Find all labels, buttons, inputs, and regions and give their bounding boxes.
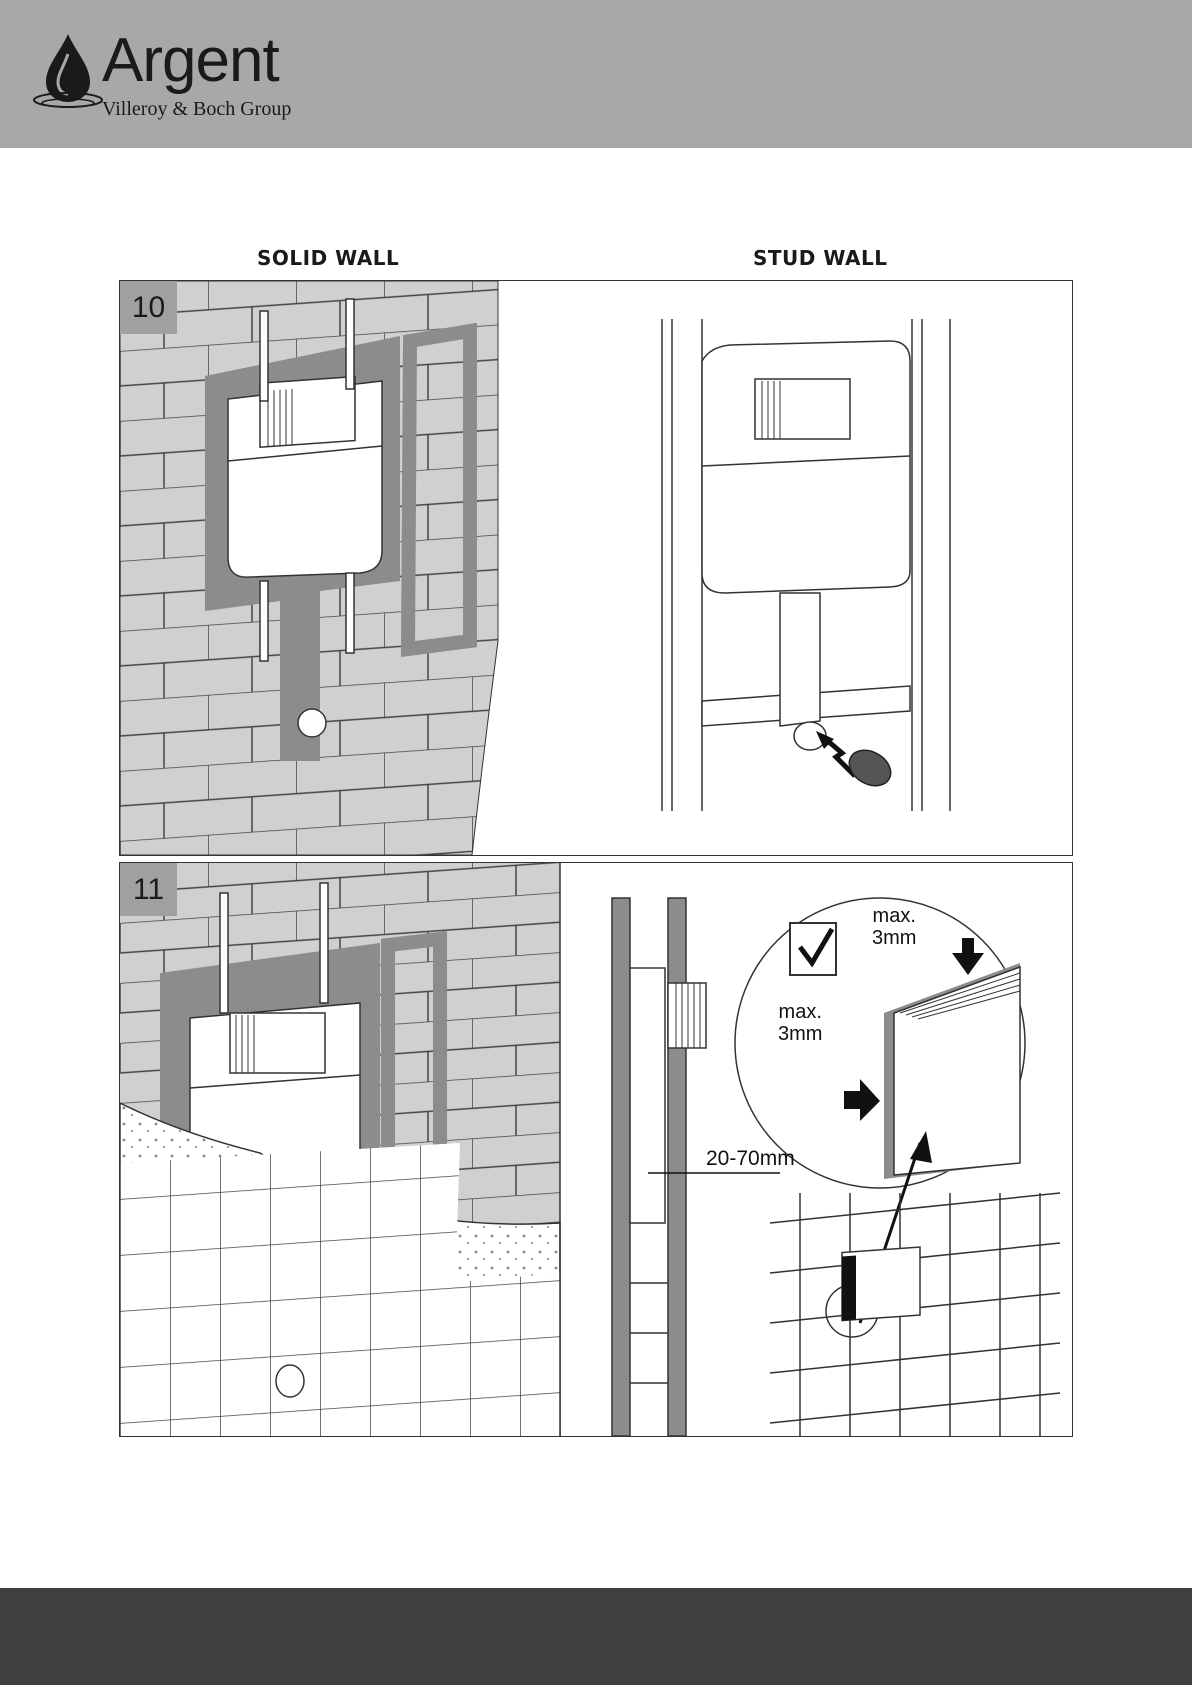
step-11-illustration	[120, 863, 1072, 1436]
footer-bar	[0, 1588, 1192, 1685]
brand-name: Argent	[102, 30, 279, 92]
step-number-11: 11	[120, 863, 177, 916]
max-value-top: 3mm	[872, 927, 916, 949]
max-label-side: max.	[778, 1001, 822, 1023]
header-bar: Argent Villeroy & Boch Group	[0, 0, 1192, 148]
argent-logo: Argent Villeroy & Boch Group	[32, 30, 302, 122]
gap-tolerance-side: max. 3mm	[778, 1001, 822, 1045]
stud-wall-title: STUD WALL	[753, 246, 887, 270]
max-value-side: 3mm	[778, 1023, 822, 1045]
brand-subtitle: Villeroy & Boch Group	[102, 98, 291, 120]
argent-drop-logo-icon	[32, 32, 104, 112]
max-label-top: max.	[872, 905, 916, 927]
depth-range-label: 20-70mm	[706, 1147, 795, 1171]
step-11-panel: 11 max. 3mm max. 3mm 20-70mm	[119, 862, 1073, 1437]
gap-tolerance-top: max. 3mm	[872, 905, 916, 949]
step-10-panel: 10	[119, 280, 1073, 856]
step-number-10: 10	[120, 281, 177, 334]
step-10-illustration	[120, 281, 1072, 855]
solid-wall-title: SOLID WALL	[257, 246, 399, 270]
